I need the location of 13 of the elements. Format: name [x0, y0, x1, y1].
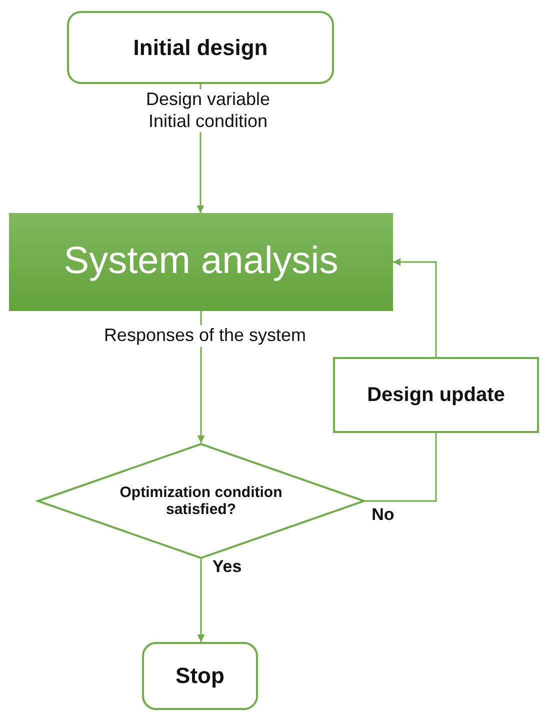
node-label: Stop — [174, 663, 226, 689]
terminal-box — [67, 11, 334, 84]
node-label: Design update — [366, 384, 506, 406]
connector-line — [365, 433, 437, 502]
process-box — [9, 213, 393, 311]
terminal-box — [142, 642, 258, 710]
arrow — [197, 559, 205, 642]
decision-diamond — [37, 443, 365, 559]
process-box — [333, 357, 539, 433]
node-label: Initial design — [132, 34, 269, 60]
node-label: Optimization condition satisfied? — [118, 484, 284, 518]
node-label: System analysis — [62, 240, 340, 284]
arrow — [393, 258, 437, 357]
